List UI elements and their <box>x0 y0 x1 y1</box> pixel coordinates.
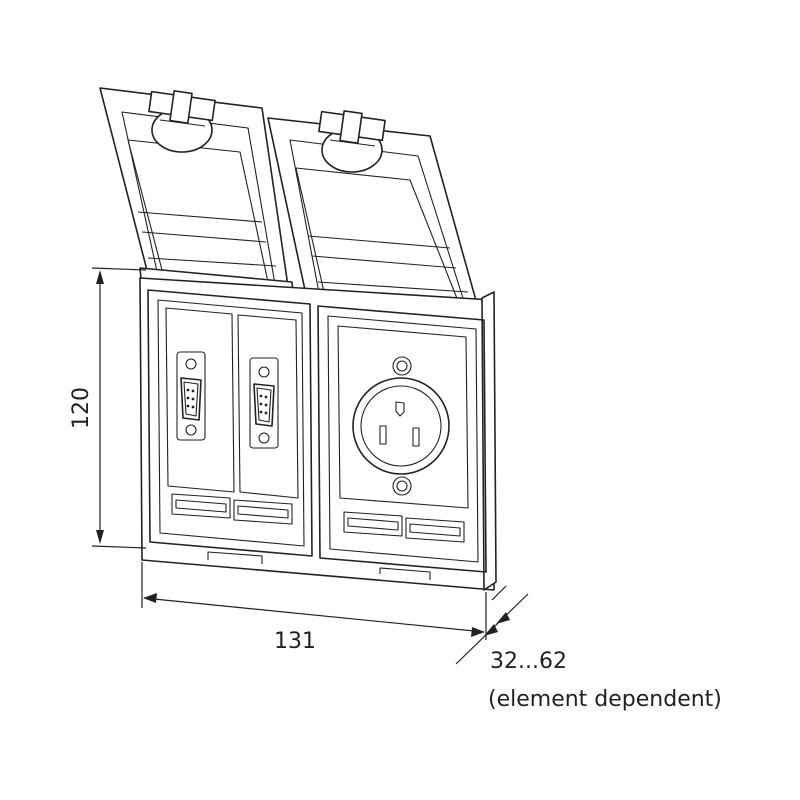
right-lid-latch <box>318 110 386 173</box>
dimension-height-label: 120 <box>69 387 94 429</box>
dimension-height: 120 <box>69 267 147 549</box>
power-socket <box>352 356 450 496</box>
dimension-depth-label: 32...62 <box>490 649 567 674</box>
dsub-connector-1 <box>176 351 206 441</box>
dimension-depth: 32...62 (element dependent) <box>455 585 722 712</box>
base-frame <box>139 277 497 591</box>
right-module-label-tabs <box>343 511 465 543</box>
dsub-connector-2 <box>249 357 279 449</box>
dimension-width-label: 131 <box>274 629 316 654</box>
right-module <box>317 305 487 573</box>
dimension-width: 131 <box>141 562 487 654</box>
dimension-depth-note: (element dependent) <box>488 687 722 712</box>
left-lid <box>99 87 295 305</box>
left-module-label-tabs <box>171 493 293 525</box>
left-lid-latch <box>148 90 216 153</box>
left-module <box>147 289 313 557</box>
